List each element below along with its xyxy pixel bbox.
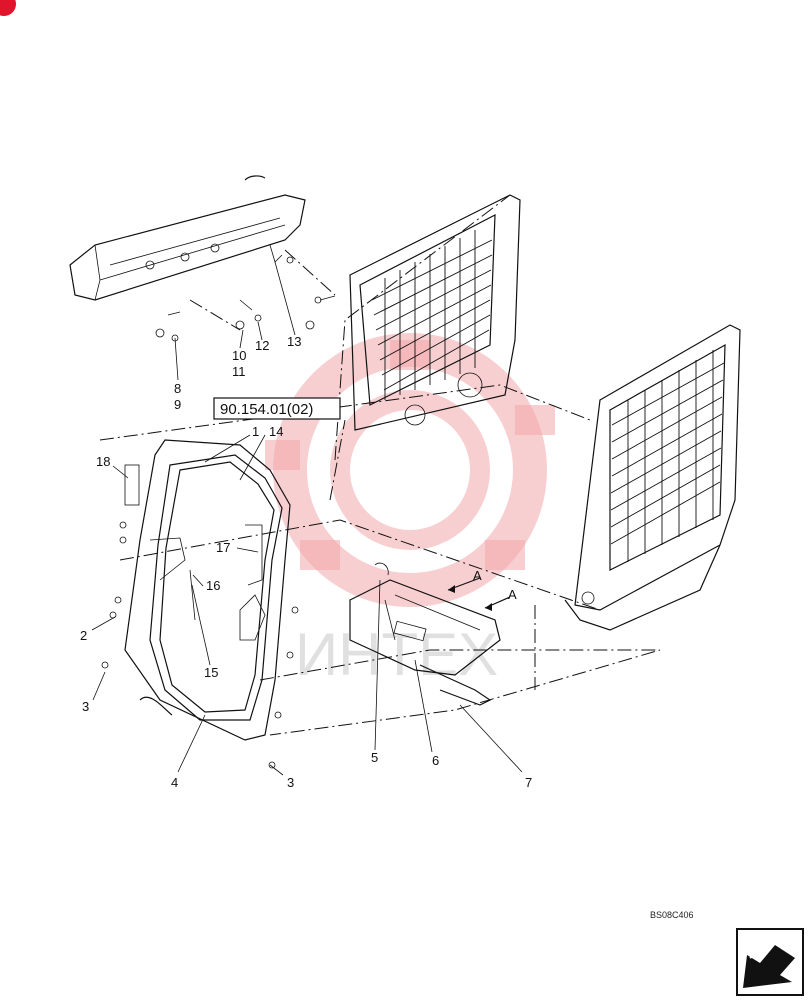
- reference-box[interactable]: 90.154.01(02): [213, 397, 341, 420]
- callout-16: 16: [206, 578, 220, 593]
- header-console: [69, 175, 306, 301]
- watermark-logo: [265, 333, 555, 607]
- callout-4: 4: [171, 775, 178, 790]
- callout-labels: 1 14 18 17 16 15 2 3 3 4 5 6 7 8 9 10 11…: [80, 334, 532, 790]
- callout-10: 10: [232, 348, 246, 363]
- leader-lines: [91, 261, 523, 776]
- callout-2: 2: [80, 628, 87, 643]
- callout-14: 14: [269, 424, 283, 439]
- callout-3b: 3: [287, 775, 294, 790]
- callout-17: 17: [216, 540, 230, 555]
- callout-13: 13: [287, 334, 301, 349]
- watermark-text: ИНТЕХ: [295, 621, 498, 688]
- corner-badge-icon: [0, 0, 16, 16]
- reference-box-label: 90.154.01(02): [220, 401, 313, 418]
- side-mesh-panel: [564, 324, 741, 631]
- drawing-code: BS08C406: [650, 910, 694, 920]
- callout-18: 18: [96, 454, 110, 469]
- next-page-arrow-icon[interactable]: [736, 928, 804, 996]
- callout-12: 12: [255, 338, 269, 353]
- view-marker-a2: A: [508, 587, 517, 602]
- door-frame: [124, 439, 291, 741]
- floor-step-assembly: [349, 562, 501, 706]
- floor-outline: [99, 384, 661, 736]
- view-arrows: A A: [447, 568, 517, 611]
- callout-1: 1: [252, 424, 259, 439]
- callout-15: 15: [204, 665, 218, 680]
- rear-mesh-panel: [329, 194, 521, 501]
- callout-8: 8: [174, 381, 181, 396]
- top-fasteners: [155, 249, 336, 342]
- view-marker-a1: A: [473, 568, 482, 583]
- callout-11: 11: [232, 364, 246, 379]
- callout-6: 6: [432, 753, 439, 768]
- callout-9: 9: [174, 397, 181, 412]
- callout-7: 7: [525, 775, 532, 790]
- callout-5: 5: [371, 750, 378, 765]
- door-fasteners: [101, 521, 299, 769]
- callout-3a: 3: [82, 699, 89, 714]
